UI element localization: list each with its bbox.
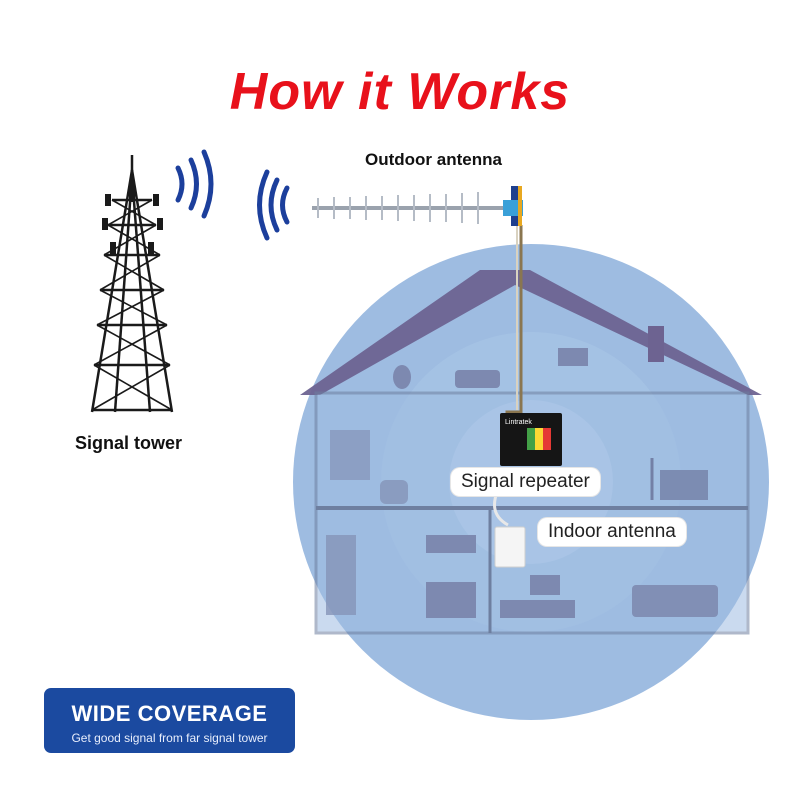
repeater-icon: Lintratek xyxy=(500,413,562,466)
tower-signal-wave-icon xyxy=(175,149,214,219)
signal-tower-label: Signal tower xyxy=(75,433,183,453)
indoor-antenna-label: Indoor antenna xyxy=(538,518,686,546)
repeater-brand-text: Lintratek xyxy=(505,419,532,426)
badge-subtitle: Get good signal from far signal tower xyxy=(71,731,268,745)
signal-repeater-label: Signal repeater xyxy=(451,468,600,496)
signal-wave-icon xyxy=(257,169,290,241)
page-title: How it Works xyxy=(229,63,571,121)
yagi-antenna-icon xyxy=(312,186,523,226)
outdoor-antenna-label: Outdoor antenna xyxy=(365,150,502,169)
house-icon xyxy=(300,270,762,635)
wide-coverage-badge: WIDE COVERAGE Get good signal from far s… xyxy=(44,688,295,753)
badge-title: WIDE COVERAGE xyxy=(71,701,268,726)
indoor-antenna-icon xyxy=(494,526,526,568)
signal-tower-icon xyxy=(90,155,174,413)
